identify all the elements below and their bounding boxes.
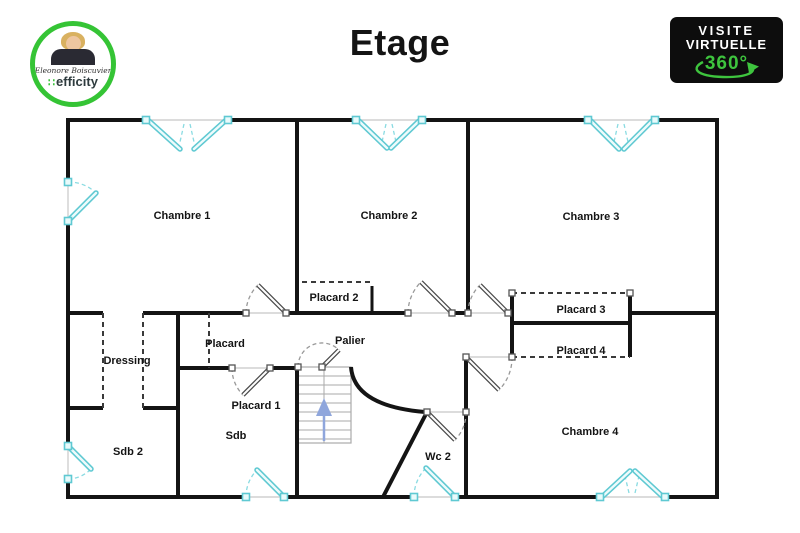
room-label-palier: Palier <box>335 335 365 347</box>
virtual-tour-360-arrow-icon <box>695 60 759 79</box>
closet-dashed-lines <box>102 281 630 408</box>
door-leaves <box>241 280 510 442</box>
room-label-chambre-4: Chambre 4 <box>561 426 619 438</box>
stairs-up-arrow-icon <box>316 398 332 441</box>
windows <box>63 115 670 502</box>
badge-line-1: VISITE <box>698 23 755 38</box>
room-label-placard-1: Placard 1 <box>231 400 281 412</box>
opening-sill-lines <box>67 119 665 498</box>
room-label-wc-2: Wc 2 <box>425 451 451 463</box>
room-label-chambre-2: Chambre 2 <box>360 210 418 222</box>
room-label-placard: Placard <box>205 338 245 350</box>
room-label-chambre-1: Chambre 1 <box>153 210 211 222</box>
room-label-dressing: Dressing <box>103 355 151 367</box>
page-title: Etage <box>349 22 451 63</box>
agent-name: Eleonore Boiscuvier <box>34 66 112 75</box>
efficity-dots-icon: ∷ <box>48 77 56 89</box>
room-label-sdb-2: Sdb 2 <box>113 446 143 458</box>
room-label-placard-3: Placard 3 <box>556 304 606 316</box>
walls <box>66 118 719 499</box>
brand-name: efficity <box>56 74 98 89</box>
agent-photo <box>44 32 102 65</box>
room-label-chambre-3: Chambre 3 <box>562 211 620 223</box>
room-label-placard-4: Placard 4 <box>556 345 606 357</box>
agent-photo-suit <box>51 49 95 65</box>
room-label-sdb: Sdb <box>225 430 247 442</box>
brand-logo: ∷efficity <box>48 75 98 90</box>
virtual-tour-badge[interactable]: VISITE VIRTUELLE 360° <box>670 17 783 83</box>
room-label-placard-2: Placard 2 <box>309 292 359 304</box>
agent-logo: Eleonore Boiscuvier ∷efficity <box>30 21 116 107</box>
door-jamb-squares <box>228 289 634 416</box>
agent-photo-face <box>65 36 81 51</box>
staircase <box>297 366 352 444</box>
badge-line-2: VIRTUELLE <box>685 37 768 52</box>
badge-360-label: 360° <box>704 53 749 74</box>
